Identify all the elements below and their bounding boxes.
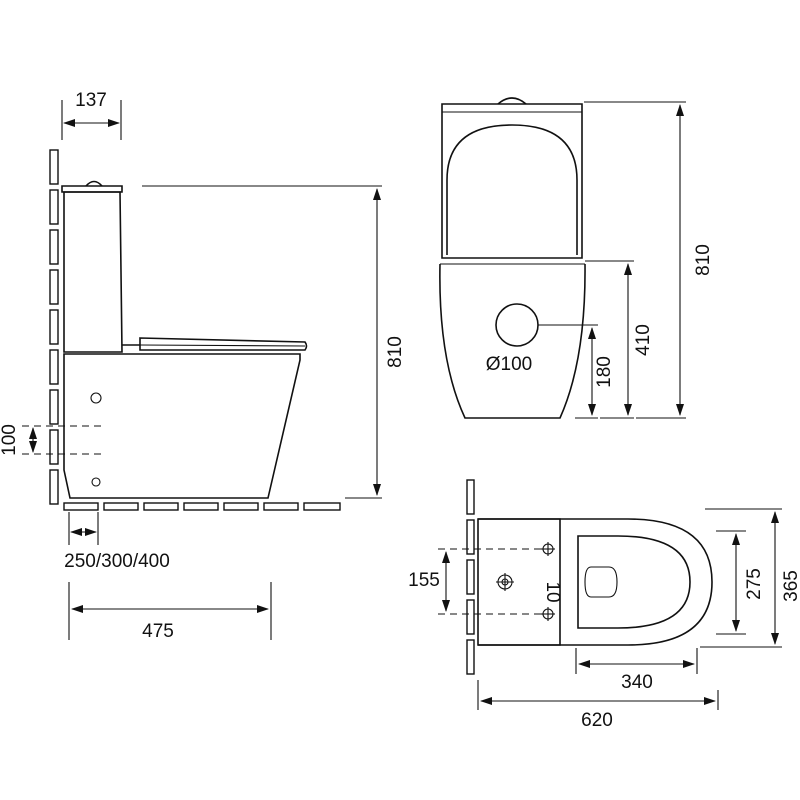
top-cistern [478, 518, 561, 646]
top-view: 10 155 275 365 340 620 [408, 479, 800, 731]
front-view: Ø100 180 410 810 [439, 97, 714, 419]
front-outlet-circle [495, 303, 539, 347]
flush-button [85, 180, 103, 187]
wall-hatching [49, 149, 59, 505]
dim-side-length: 475 [142, 621, 174, 642]
front-seat-lid [446, 124, 578, 255]
cistern-body [63, 191, 123, 353]
dim-total-length: 620 [581, 710, 613, 731]
front-bowl [439, 263, 586, 419]
dim-total-width: 365 [781, 570, 800, 602]
water-inlet [496, 573, 514, 591]
side-view: 137 810 100 250/300/400 475 [0, 90, 406, 642]
toilet-seat [139, 337, 308, 351]
dim-hole-spacing: 155 [408, 570, 440, 591]
floor-hatching [63, 502, 341, 511]
dim-hole-offset: 10 [542, 581, 563, 602]
dim-outlet-spacing: 100 [0, 424, 20, 456]
toilet-bowl [63, 353, 301, 499]
front-flush-button [497, 97, 527, 105]
dim-front-total-height: 810 [693, 244, 714, 276]
cistern-lid [61, 185, 123, 193]
dim-bowl-height: 410 [633, 324, 654, 356]
dim-outlet-diameter: Ø100 [486, 354, 532, 375]
fixing-hole [90, 392, 102, 404]
top-bowl-opening [584, 566, 618, 598]
dim-side-total-height: 810 [385, 336, 406, 368]
top-seat [577, 535, 691, 629]
top-wall-hatching [466, 479, 475, 675]
dim-outlet-distance: 250/300/400 [64, 551, 170, 572]
outlet-hole [91, 477, 101, 487]
top-footprint [477, 518, 713, 646]
front-cistern [441, 103, 583, 259]
dim-seat-width: 275 [744, 568, 765, 600]
dim-seat-length: 340 [621, 672, 653, 693]
dim-tank-depth: 137 [75, 90, 107, 111]
dim-outlet-height: 180 [594, 356, 615, 388]
